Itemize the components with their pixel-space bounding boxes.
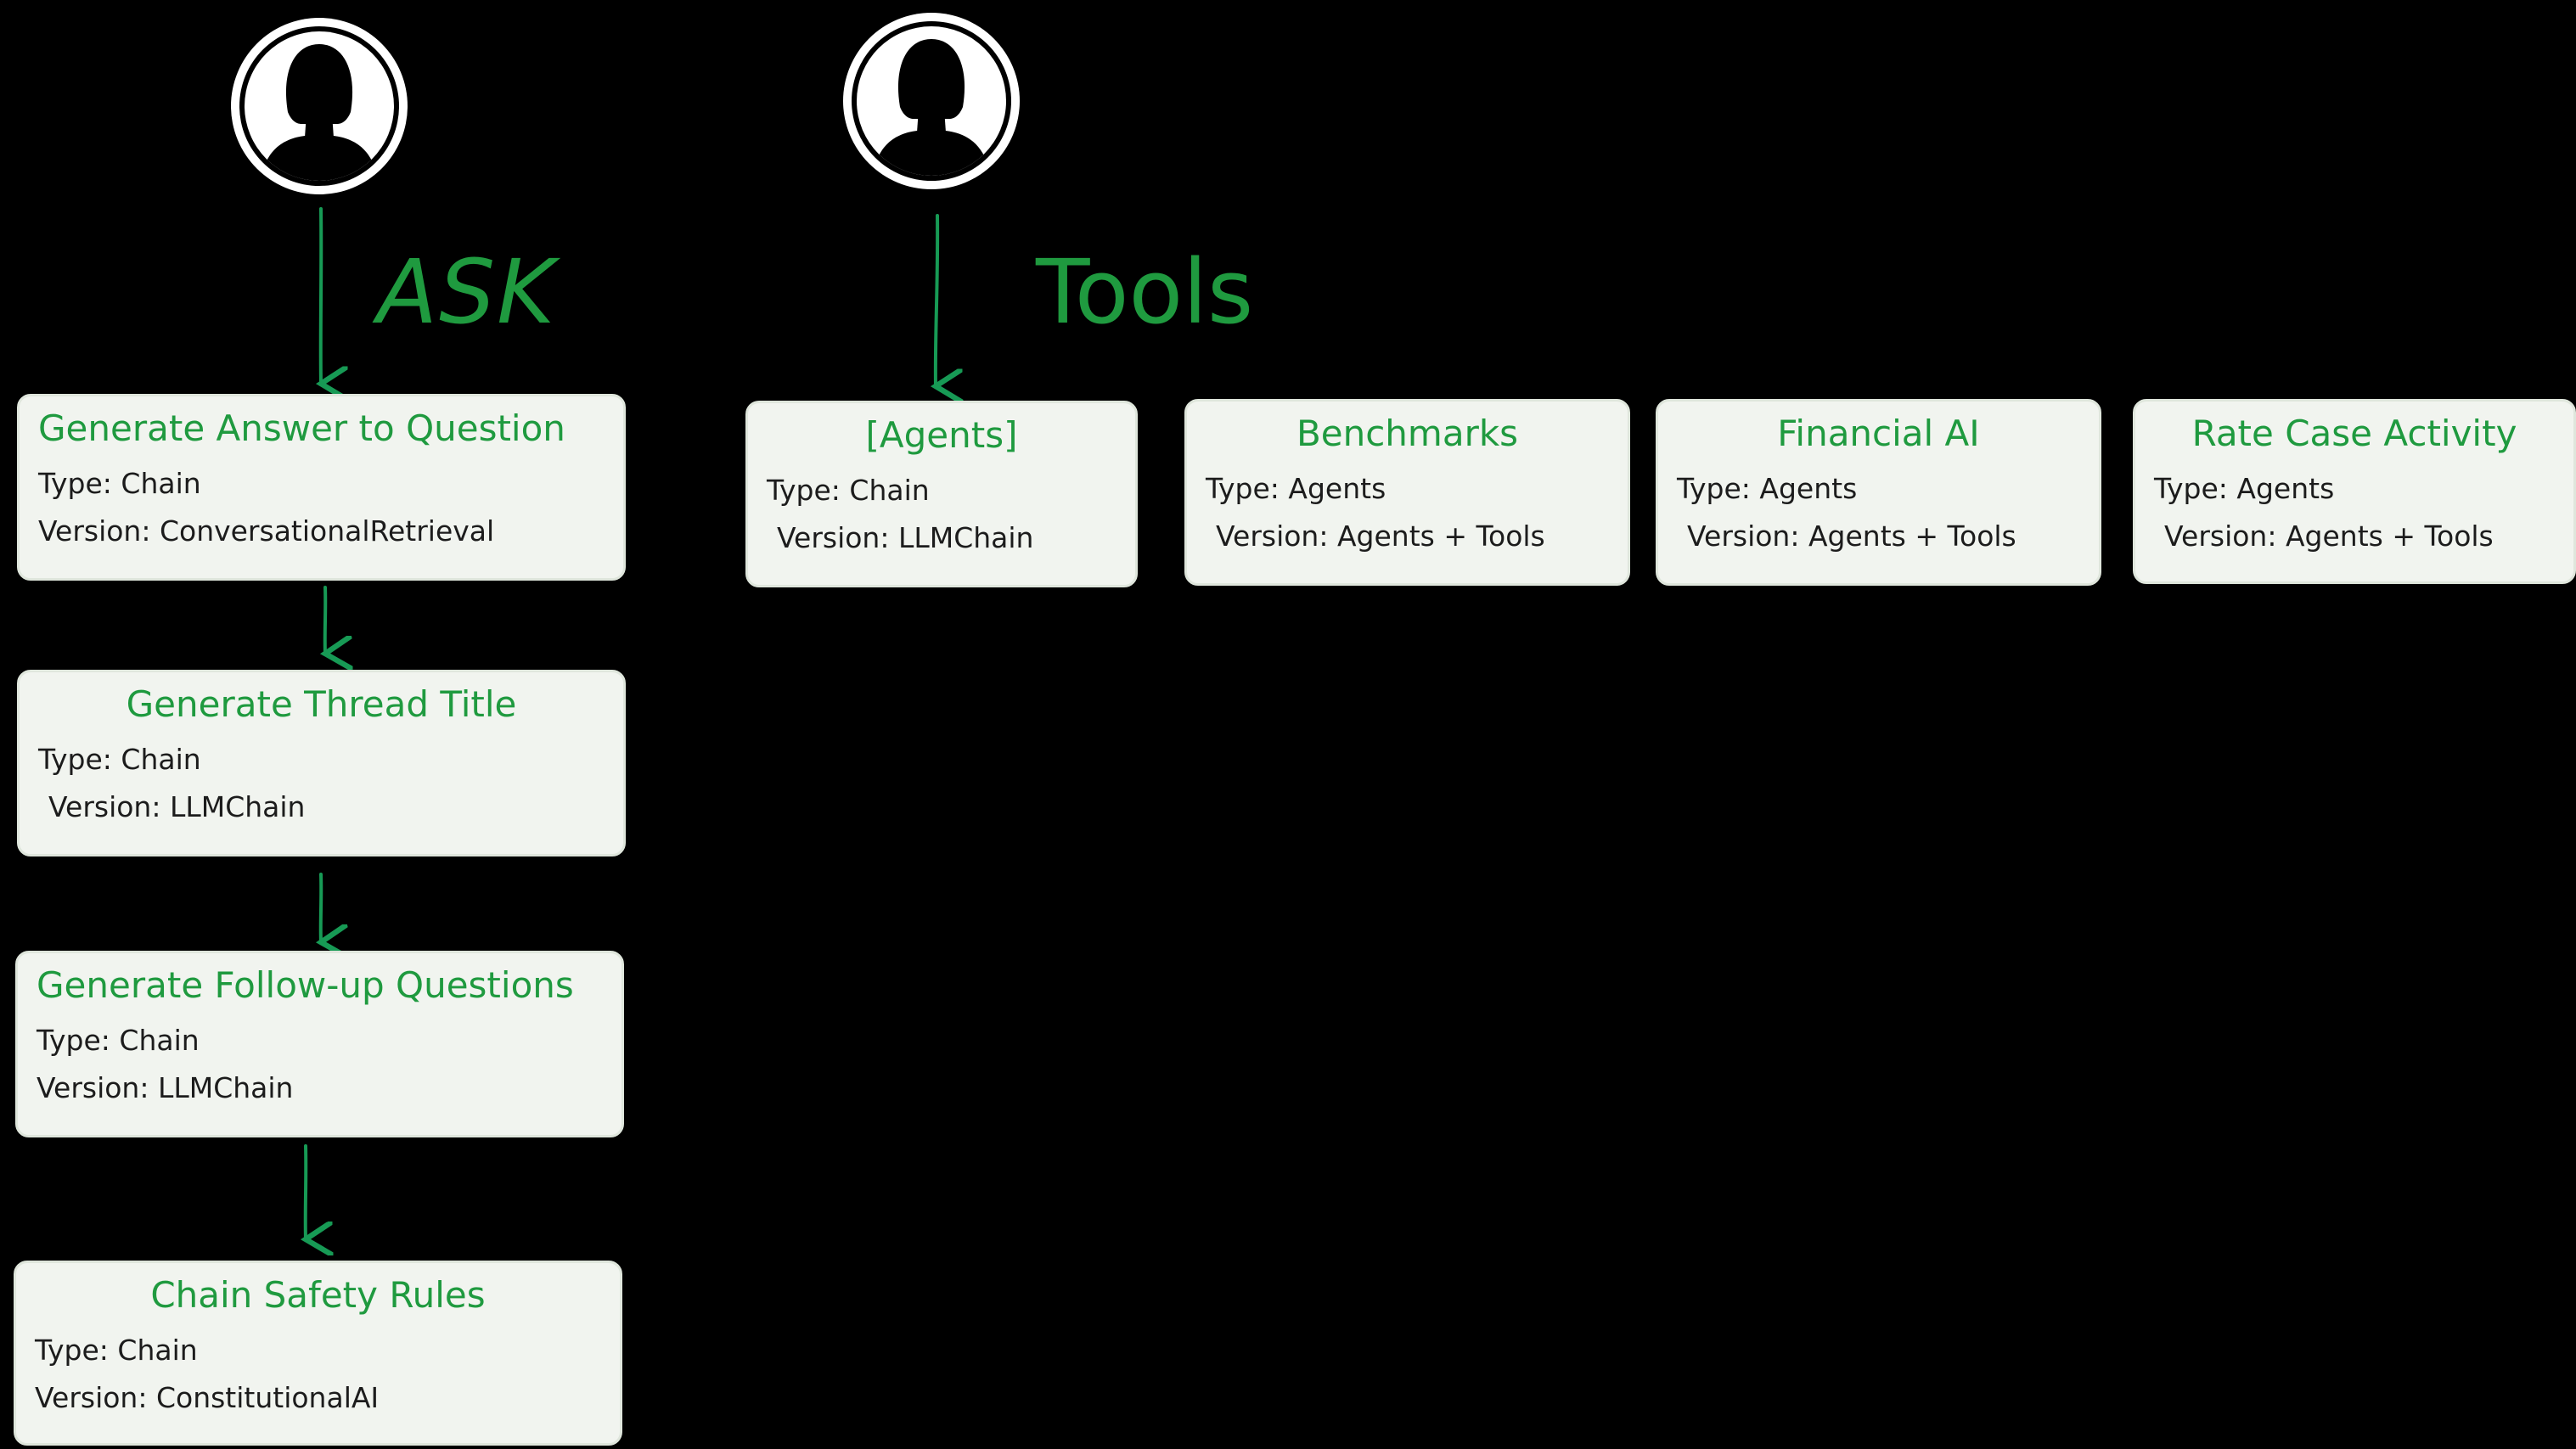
tool-card-benchmarks[interactable]: Benchmarks Type: Agents Version: Agents … bbox=[1184, 399, 1630, 586]
arrow-answer-to-title bbox=[325, 586, 326, 654]
tools-section-label: Tools bbox=[1036, 240, 1254, 344]
card-version: Version: ConversationalRetrieval bbox=[38, 514, 495, 548]
card-version: Version: LLMChain bbox=[48, 789, 306, 823]
card-type: Type: Agents bbox=[1677, 472, 1858, 506]
card-title: Generate Follow-up Questions bbox=[37, 964, 574, 1006]
card-title: Rate Case Activity bbox=[2191, 413, 2517, 454]
card-title: Generate Thread Title bbox=[126, 683, 517, 725]
card-version: Version: ConstitutionalAI bbox=[35, 1380, 380, 1414]
user-avatar-icon-ask bbox=[225, 12, 413, 200]
arrow-user-to-agents bbox=[936, 214, 937, 386]
chain-card-generate-thread-title[interactable]: Generate Thread Title Type: Chain Versio… bbox=[17, 670, 626, 856]
user-avatar-icon bbox=[231, 18, 408, 194]
arrow-title-to-followup bbox=[321, 873, 322, 942]
chain-card-chain-safety-rules[interactable]: Chain Safety Rules Type: Chain Version: … bbox=[14, 1261, 622, 1446]
card-type: Type: Chain bbox=[35, 1334, 198, 1368]
card-type: Type: Agents bbox=[2154, 472, 2335, 506]
card-type: Type: Agents bbox=[1206, 472, 1386, 506]
card-version: Version: LLMChain bbox=[37, 1070, 294, 1104]
tool-card-agents[interactable]: [Agents] Type: Chain Version: LLMChain bbox=[745, 401, 1138, 587]
card-title: [Agents] bbox=[865, 414, 1018, 456]
chain-card-generate-answer[interactable]: Generate Answer to Question Type: Chain … bbox=[17, 394, 626, 581]
card-version: Version: Agents + Tools bbox=[1687, 519, 2016, 553]
card-type: Type: Chain bbox=[37, 1024, 200, 1058]
user-avatar-icon bbox=[843, 13, 1020, 189]
card-type: Type: Chain bbox=[38, 743, 201, 777]
card-title: Chain Safety Rules bbox=[150, 1274, 486, 1316]
chain-card-generate-follow-up-questions[interactable]: Generate Follow-up Questions Type: Chain… bbox=[15, 951, 624, 1137]
card-type: Type: Chain bbox=[767, 474, 930, 508]
tool-card-financial-ai[interactable]: Financial AI Type: Agents Version: Agent… bbox=[1656, 399, 2101, 586]
arrow-user-to-answer bbox=[321, 207, 322, 384]
card-title: Generate Answer to Question bbox=[38, 407, 565, 449]
ask-section-label: ASK bbox=[377, 240, 557, 344]
tool-card-rate-case-activity[interactable]: Rate Case Activity Type: Agents Version:… bbox=[2133, 399, 2576, 584]
card-version: Version: LLMChain bbox=[777, 520, 1034, 554]
card-title: Benchmarks bbox=[1296, 413, 1519, 454]
arrow-followup-to-safety bbox=[306, 1144, 307, 1239]
card-type: Type: Chain bbox=[38, 467, 201, 501]
card-version: Version: Agents + Tools bbox=[2164, 519, 2494, 553]
card-title: Financial AI bbox=[1777, 413, 1980, 454]
card-version: Version: Agents + Tools bbox=[1216, 519, 1545, 553]
user-avatar-icon-tools bbox=[837, 7, 1026, 195]
